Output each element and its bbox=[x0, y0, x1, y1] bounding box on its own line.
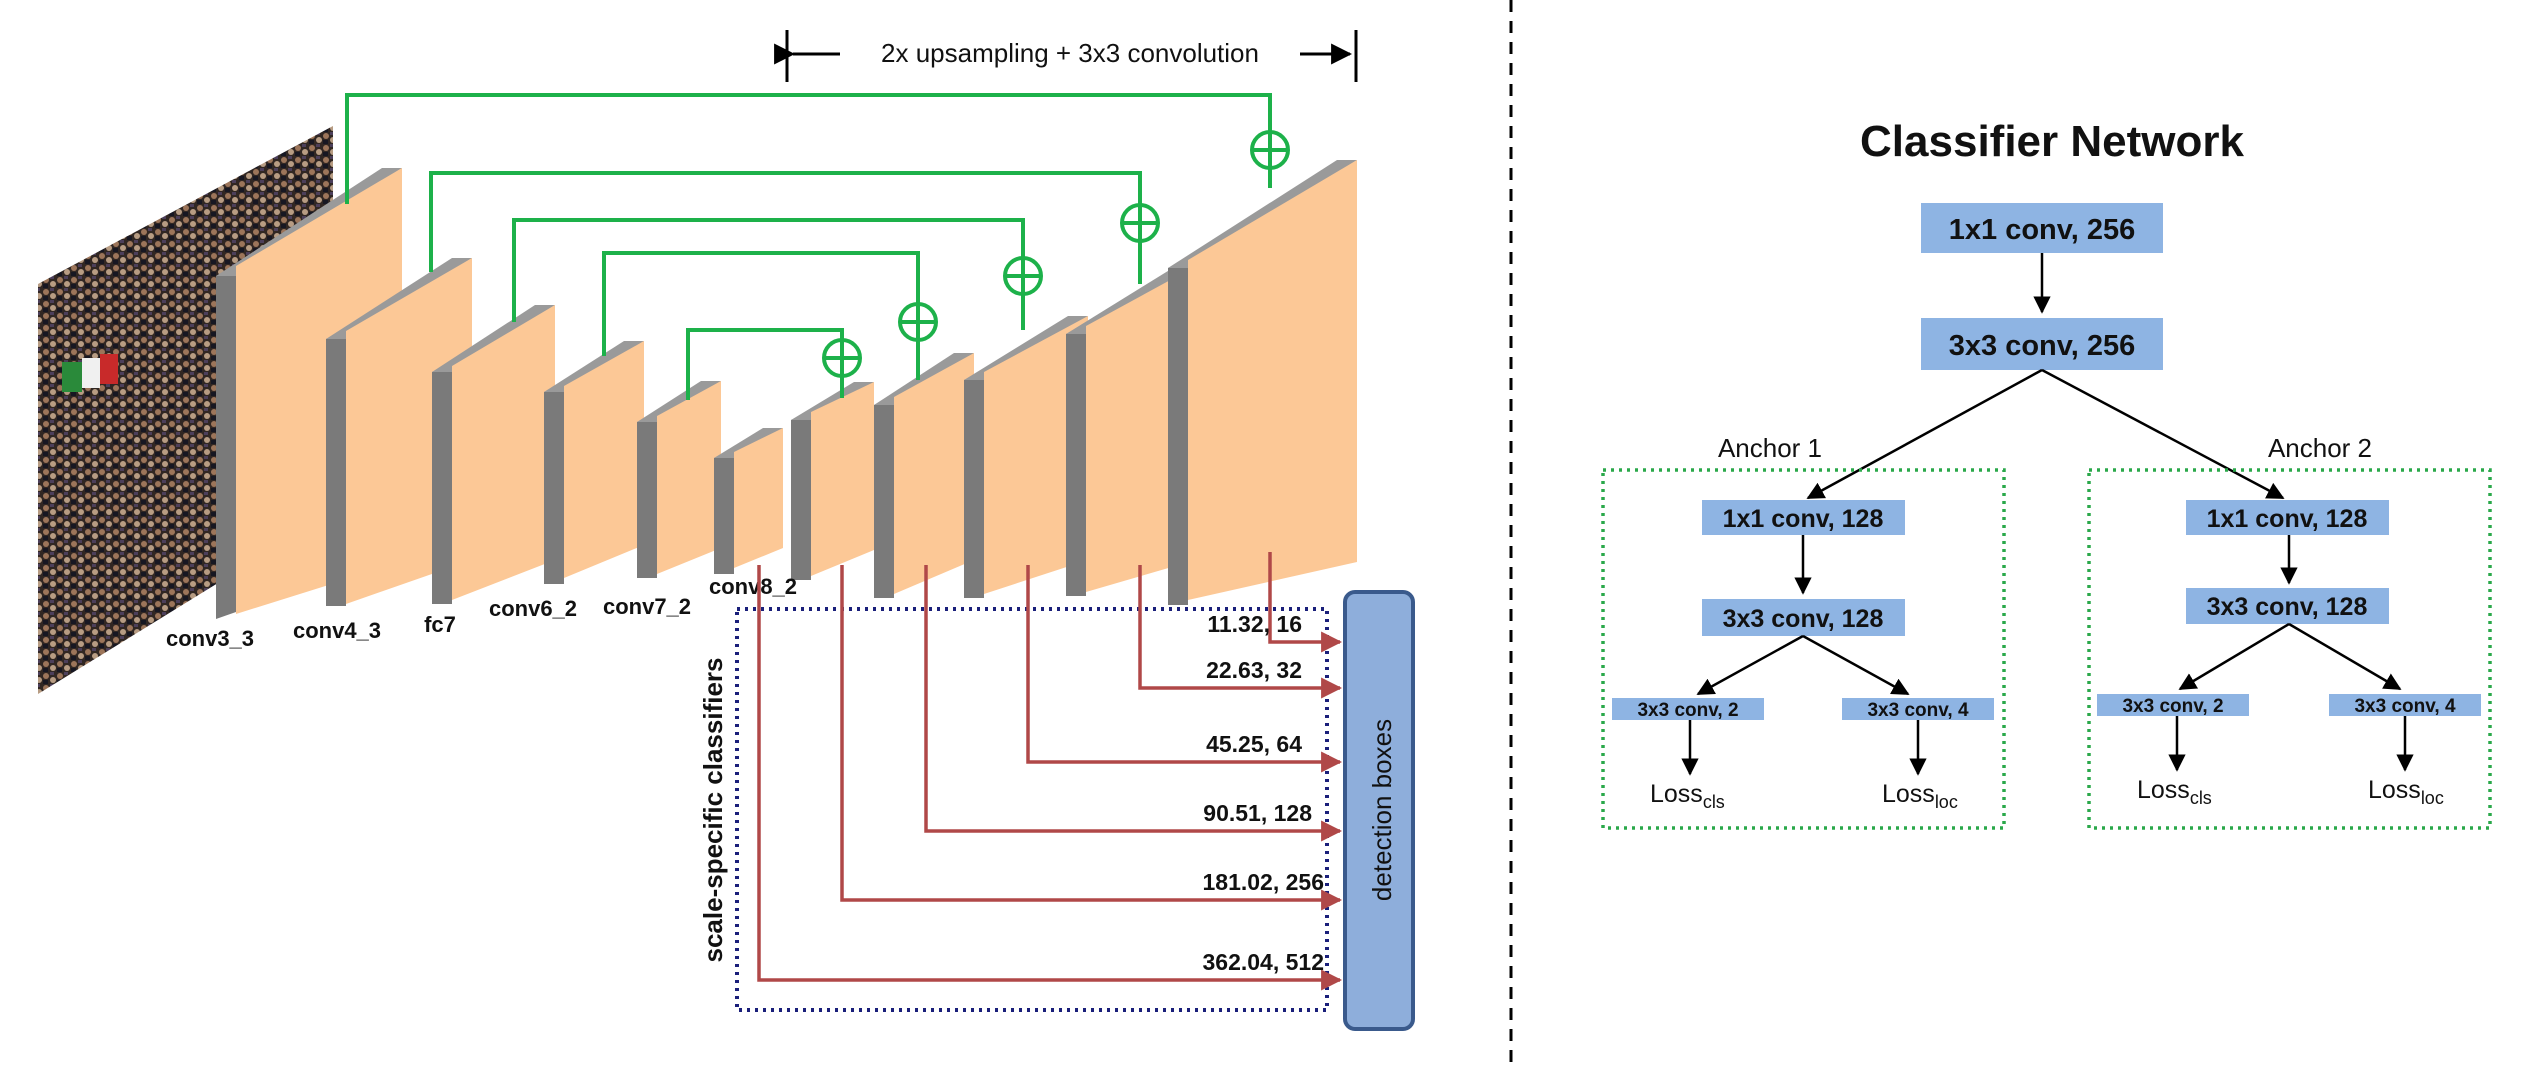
conv-label: 3x3 conv, 2 bbox=[2122, 696, 2223, 717]
flag-detail bbox=[100, 354, 118, 384]
detection-label: detection boxes bbox=[1367, 719, 1397, 901]
layer-label-conv6-2: conv6_2 bbox=[489, 596, 577, 621]
layer-label-conv3-3: conv3_3 bbox=[166, 626, 254, 651]
flag-detail bbox=[82, 358, 100, 388]
anchor-region bbox=[2087, 468, 2492, 830]
conv-label: 3x3 conv, 128 bbox=[1723, 605, 1884, 633]
conv-box-3x3-256 bbox=[1921, 318, 2163, 370]
upsampling-label: 2x upsampling + 3x3 convolution bbox=[881, 38, 1259, 68]
scale-label: 181.02, 256 bbox=[1202, 869, 1324, 895]
circled-plus-icon bbox=[1003, 256, 1043, 296]
loss-cls-label: Losscls bbox=[2137, 776, 2212, 808]
anchor-region bbox=[1601, 468, 2006, 830]
arrow bbox=[2178, 622, 2290, 691]
anchor-1-group: Anchor 1 1x1 conv, 128 3x3 conv, 128 3x3… bbox=[1601, 433, 2006, 830]
scale-label: 11.32, 16 bbox=[1207, 611, 1302, 637]
conv-label: 1x1 conv, 256 bbox=[1949, 214, 2135, 246]
classifiers-label: scale-specific classifiers bbox=[698, 658, 728, 963]
conv-box-1x1-128 bbox=[2186, 500, 2389, 535]
conv-label: 3x3 conv, 4 bbox=[1867, 700, 1968, 721]
conv-label: 3x3 conv, 128 bbox=[2207, 593, 2368, 621]
block-decoder-3 bbox=[964, 316, 1088, 598]
conv-box-1x1-128 bbox=[1702, 500, 1905, 535]
conv-box-3x3-128 bbox=[2186, 588, 2389, 624]
conv-box-1x1-256 bbox=[1921, 203, 2163, 253]
circled-plus-icon bbox=[1250, 130, 1290, 170]
block-conv6-2 bbox=[544, 341, 644, 584]
layer-label-fc7: fc7 bbox=[424, 612, 456, 637]
layer-label-conv8-2: conv8_2 bbox=[709, 574, 797, 599]
loss-cls-label: Losscls bbox=[1650, 780, 1725, 812]
circled-plus-icon bbox=[822, 338, 862, 378]
conv-box-cls bbox=[1612, 698, 1764, 720]
block-conv7-2 bbox=[637, 381, 721, 578]
conv-label: 3x3 conv, 4 bbox=[2354, 696, 2455, 717]
anchor-label: Anchor 1 bbox=[1718, 433, 1822, 463]
upsampling-span bbox=[774, 30, 1358, 82]
scale-label: 90.51, 128 bbox=[1203, 800, 1312, 826]
layer-label-conv7-2: conv7_2 bbox=[603, 594, 691, 619]
detection-boxes bbox=[1343, 590, 1415, 1031]
circled-plus-icon bbox=[1120, 203, 1160, 243]
arrow bbox=[1806, 368, 2043, 500]
block-conv8-2 bbox=[714, 428, 783, 574]
feature-pyramid-diagram: 2x upsampling + 3x3 convolution conv3_3 … bbox=[38, 30, 1415, 1031]
conv-label: 1x1 conv, 128 bbox=[1723, 505, 1884, 533]
scale-label: 22.63, 32 bbox=[1206, 657, 1302, 683]
scale-label: 45.25, 64 bbox=[1206, 731, 1302, 757]
circled-plus-icon bbox=[898, 302, 938, 342]
anchor-label: Anchor 2 bbox=[2268, 433, 2372, 463]
output-lines bbox=[757, 552, 1343, 991]
diagram-title: Classifier Network bbox=[1860, 117, 2244, 166]
loss-loc-label: Lossloc bbox=[1882, 780, 1958, 812]
loss-loc-label: Lossloc bbox=[2368, 776, 2444, 808]
arrow bbox=[2288, 622, 2402, 691]
arrow bbox=[1802, 634, 1910, 696]
conv-box-loc bbox=[2329, 694, 2481, 716]
block-fc7 bbox=[432, 305, 555, 604]
scale-label: 362.04, 512 bbox=[1202, 949, 1324, 975]
anchor-2-group: Anchor 2 1x1 conv, 128 3x3 conv, 128 3x3… bbox=[2087, 433, 2492, 830]
layer-label-conv4-3: conv4_3 bbox=[293, 618, 381, 643]
conv-box-cls bbox=[2097, 694, 2249, 716]
conv-label: 3x3 conv, 256 bbox=[1949, 330, 2135, 362]
block-decoder-2 bbox=[874, 353, 974, 598]
conv-box-3x3-128 bbox=[1702, 599, 1905, 636]
arrow bbox=[1696, 634, 1804, 696]
conv-label: 1x1 conv, 128 bbox=[2207, 505, 2368, 533]
flag-detail bbox=[62, 362, 82, 392]
conv-label: 3x3 conv, 2 bbox=[1637, 700, 1738, 721]
classifier-network-diagram: Classifier Network 1x1 conv, 256 3x3 con… bbox=[1601, 117, 2492, 830]
arrow bbox=[2041, 368, 2285, 500]
block-decoder-1 bbox=[791, 382, 874, 580]
conv-box-loc bbox=[1842, 698, 1994, 720]
block-decoder-5 bbox=[1168, 160, 1357, 605]
skip-connections bbox=[345, 93, 1272, 400]
